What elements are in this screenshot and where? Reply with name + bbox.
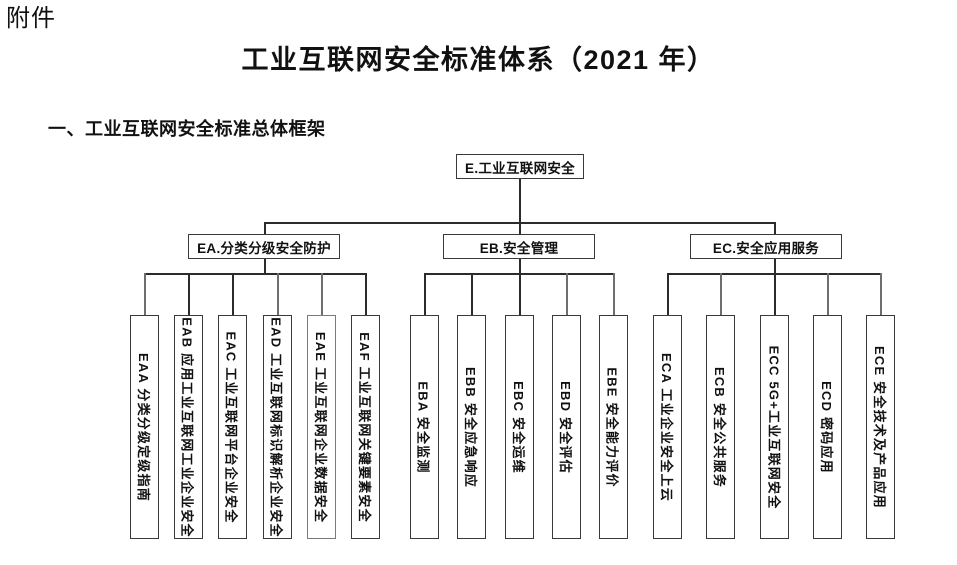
node-leaf-ebd[interactable]: EBD 安全评估 bbox=[552, 315, 581, 539]
connector-eb-drop-3 bbox=[519, 273, 521, 315]
node-group-ec[interactable]: EC.安全应用服务 bbox=[690, 234, 842, 259]
node-group-ec-label: EC.安全应用服务 bbox=[712, 240, 820, 256]
node-leaf-ecc[interactable]: ECC 5G+工业互联网安全 bbox=[760, 315, 789, 539]
node-leaf-ecb[interactable]: ECB 安全公共服务 bbox=[706, 315, 735, 539]
node-leaf-ecd[interactable]: ECD 密码应用 bbox=[813, 315, 842, 539]
node-leaf-eac[interactable]: EAC 工业互联网平台企业安全 bbox=[218, 315, 247, 539]
node-leaf-eaf-label: EAF 工业互联网关键要素安全 bbox=[357, 331, 372, 523]
node-leaf-ecb-label: ECB 安全公共服务 bbox=[712, 366, 727, 488]
connector-eb-drop-1 bbox=[424, 273, 426, 315]
node-leaf-eab-label: EAB 应用工业互联网工业企业安全 bbox=[180, 316, 195, 538]
connector-ec-drop-5 bbox=[880, 273, 882, 315]
connector-eb-drop-4 bbox=[566, 273, 568, 315]
node-leaf-ead[interactable]: EAD 工业互联网标识解析企业安全 bbox=[263, 315, 292, 539]
node-root[interactable]: E.工业互联网安全 bbox=[456, 154, 584, 179]
connector-eb-drop-2 bbox=[471, 273, 473, 315]
node-leaf-eca-label: ECA 工业企业安全上云 bbox=[659, 352, 675, 502]
node-leaf-eae-label: EAE 工业互联网企业数据安全 bbox=[313, 331, 328, 523]
node-leaf-ece-label: ECE 安全技术及产品应用 bbox=[872, 345, 888, 509]
node-leaf-ecc-label: ECC 5G+工业互联网安全 bbox=[766, 345, 782, 509]
connector-ea-drop-6 bbox=[365, 273, 367, 315]
connector-drop-ec bbox=[774, 222, 776, 235]
connector-drop-ea bbox=[264, 222, 266, 235]
node-leaf-ebb[interactable]: EBB 安全应急响应 bbox=[457, 315, 486, 539]
connector-ec-drop-4 bbox=[827, 273, 829, 315]
node-group-ea-label: EA.分类分级安全防护 bbox=[197, 240, 331, 256]
node-leaf-eac-label: EAC 工业互联网平台企业安全 bbox=[224, 330, 239, 524]
connector-ea-drop-4 bbox=[277, 273, 279, 315]
node-leaf-ebe[interactable]: EBE 安全能力评价 bbox=[599, 315, 628, 539]
node-leaf-eaf[interactable]: EAF 工业互联网关键要素安全 bbox=[351, 315, 380, 539]
node-leaf-ebe-label: EBE 安全能力评价 bbox=[605, 366, 620, 488]
node-leaf-ebc[interactable]: EBC 安全运维 bbox=[505, 315, 534, 539]
connector-eb-drop-5 bbox=[613, 273, 615, 315]
connector-ea-bus bbox=[144, 273, 366, 275]
node-leaf-eba-label: EBA 安全监测 bbox=[416, 380, 431, 474]
connector-root-stem bbox=[519, 179, 521, 223]
node-leaf-eaa[interactable]: EAA 分类分级定级指南 bbox=[130, 315, 159, 539]
connector-eb-stem bbox=[519, 259, 521, 274]
node-root-label: E.工业互联网安全 bbox=[465, 160, 575, 176]
node-leaf-ebc-label: EBC 安全运维 bbox=[511, 380, 527, 474]
node-leaf-ead-label: EAD 工业互联网标识解析企业安全 bbox=[269, 316, 284, 538]
node-leaf-eae[interactable]: EAE 工业互联网企业数据安全 bbox=[307, 315, 336, 539]
node-leaf-ece[interactable]: ECE 安全技术及产品应用 bbox=[866, 315, 895, 539]
node-group-ea[interactable]: EA.分类分级安全防护 bbox=[188, 234, 340, 259]
connector-ea-drop-5 bbox=[321, 273, 323, 315]
connector-ea-drop-1 bbox=[144, 273, 146, 315]
connector-ea-drop-2 bbox=[188, 273, 190, 315]
node-leaf-eaa-label: EAA 分类分级定级指南 bbox=[136, 352, 152, 502]
connector-ec-drop-3 bbox=[774, 273, 776, 315]
node-group-eb[interactable]: EB.安全管理 bbox=[443, 234, 595, 259]
node-leaf-eca[interactable]: ECA 工业企业安全上云 bbox=[653, 315, 682, 539]
connector-ea-drop-3 bbox=[232, 273, 234, 315]
node-group-eb-label: EB.安全管理 bbox=[479, 240, 559, 256]
node-leaf-ebd-label: EBD 安全评估 bbox=[558, 380, 574, 474]
node-leaf-ecd-label: ECD 密码应用 bbox=[819, 380, 835, 474]
section-heading: 一、工业互联网安全标准总体框架 bbox=[48, 119, 326, 139]
attachment-label: 附件 bbox=[6, 5, 56, 32]
connector-ec-stem bbox=[774, 259, 776, 274]
node-leaf-eab[interactable]: EAB 应用工业互联网工业企业安全 bbox=[174, 315, 203, 539]
node-leaf-eba[interactable]: EBA 安全监测 bbox=[410, 315, 439, 539]
connector-ec-drop-2 bbox=[720, 273, 722, 315]
node-leaf-ebb-label: EBB 安全应急响应 bbox=[463, 366, 478, 488]
page-title: 工业互联网安全标准体系（2021 年） bbox=[241, 45, 716, 75]
connector-ec-drop-1 bbox=[667, 273, 669, 315]
connector-drop-eb bbox=[519, 222, 521, 235]
connector-ea-stem bbox=[264, 259, 266, 274]
